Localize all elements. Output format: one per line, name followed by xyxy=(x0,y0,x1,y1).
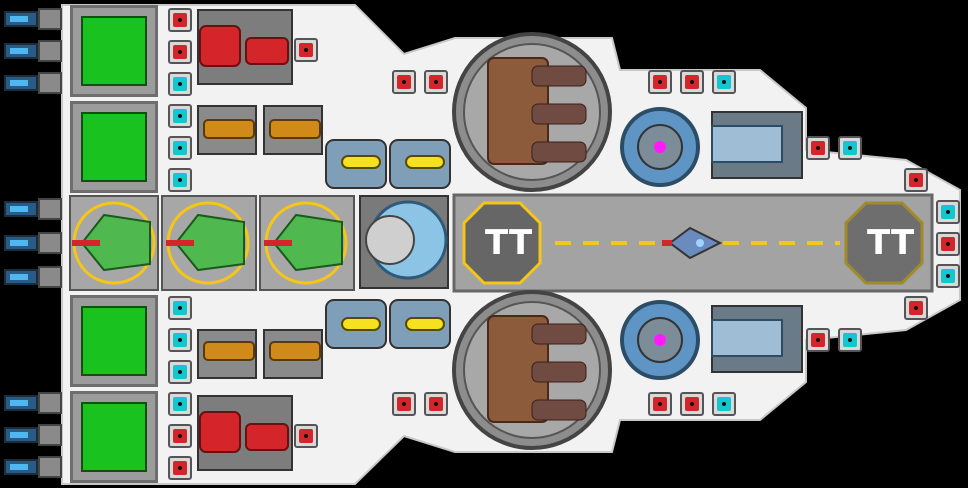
reactor-icon xyxy=(620,300,700,380)
thruster-icon xyxy=(4,40,62,62)
plasma-cannon-icon xyxy=(711,305,803,373)
cyan-module-icon[interactable] xyxy=(838,136,862,160)
red-module-icon[interactable] xyxy=(648,392,672,416)
gatling-gun-icon xyxy=(197,329,323,379)
fuel-bay-icon[interactable] xyxy=(70,295,158,387)
cyan-module-icon[interactable] xyxy=(712,70,736,94)
hangar-pad-left-label: TT xyxy=(485,223,533,263)
fuel-bay-icon[interactable] xyxy=(70,391,158,483)
red-module-icon[interactable] xyxy=(168,8,192,32)
cannon-battery-icon xyxy=(452,290,612,450)
cyan-module-icon[interactable] xyxy=(168,168,192,192)
twin-turret-icon xyxy=(197,395,293,471)
cyan-module-icon[interactable] xyxy=(838,328,862,352)
red-module-icon[interactable] xyxy=(806,136,830,160)
dome-turret-icon xyxy=(359,195,449,289)
hangar-pad-left-icon xyxy=(462,201,542,285)
red-module-icon[interactable] xyxy=(648,70,672,94)
red-module-icon[interactable] xyxy=(680,392,704,416)
red-module-icon[interactable] xyxy=(904,168,928,192)
hangar-pad-right-icon xyxy=(844,201,924,285)
red-module-icon[interactable] xyxy=(168,40,192,64)
thruster-icon xyxy=(4,232,62,254)
cyan-module-icon[interactable] xyxy=(168,104,192,128)
red-module-icon[interactable] xyxy=(294,38,318,62)
red-module-icon[interactable] xyxy=(904,296,928,320)
missile-pod-icon xyxy=(325,139,451,189)
railgun-icon xyxy=(69,195,355,291)
thruster-icon xyxy=(4,456,62,478)
red-module-icon[interactable] xyxy=(936,232,960,256)
fuel-bay-icon[interactable] xyxy=(70,101,158,193)
red-module-icon[interactable] xyxy=(392,70,416,94)
plasma-cannon-icon xyxy=(711,111,803,179)
red-module-icon[interactable] xyxy=(806,328,830,352)
cyan-module-icon[interactable] xyxy=(168,136,192,160)
red-module-icon[interactable] xyxy=(168,456,192,480)
fighter-icon xyxy=(662,226,723,260)
hangar-pad-right-label: TT xyxy=(867,223,915,263)
red-module-icon[interactable] xyxy=(168,424,192,448)
cyan-module-icon[interactable] xyxy=(936,200,960,224)
cyan-module-icon[interactable] xyxy=(168,360,192,384)
cyan-module-icon[interactable] xyxy=(168,328,192,352)
gatling-gun-icon xyxy=(197,105,323,155)
thruster-icon xyxy=(4,424,62,446)
fuel-bay-icon[interactable] xyxy=(70,5,158,97)
red-module-icon[interactable] xyxy=(424,70,448,94)
red-module-icon[interactable] xyxy=(294,424,318,448)
twin-turret-icon xyxy=(197,9,293,85)
cyan-module-icon[interactable] xyxy=(168,72,192,96)
thruster-icon xyxy=(4,392,62,414)
cyan-module-icon[interactable] xyxy=(168,392,192,416)
thruster-icon xyxy=(4,266,62,288)
cyan-module-icon[interactable] xyxy=(712,392,736,416)
cyan-module-icon[interactable] xyxy=(168,296,192,320)
red-module-icon[interactable] xyxy=(424,392,448,416)
cannon-battery-icon xyxy=(452,32,612,192)
red-module-icon[interactable] xyxy=(392,392,416,416)
missile-pod-icon xyxy=(325,299,451,349)
cyan-module-icon[interactable] xyxy=(936,264,960,288)
thruster-icon xyxy=(4,8,62,30)
reactor-icon xyxy=(620,107,700,187)
red-module-icon[interactable] xyxy=(680,70,704,94)
thruster-icon xyxy=(4,72,62,94)
thruster-icon xyxy=(4,198,62,220)
